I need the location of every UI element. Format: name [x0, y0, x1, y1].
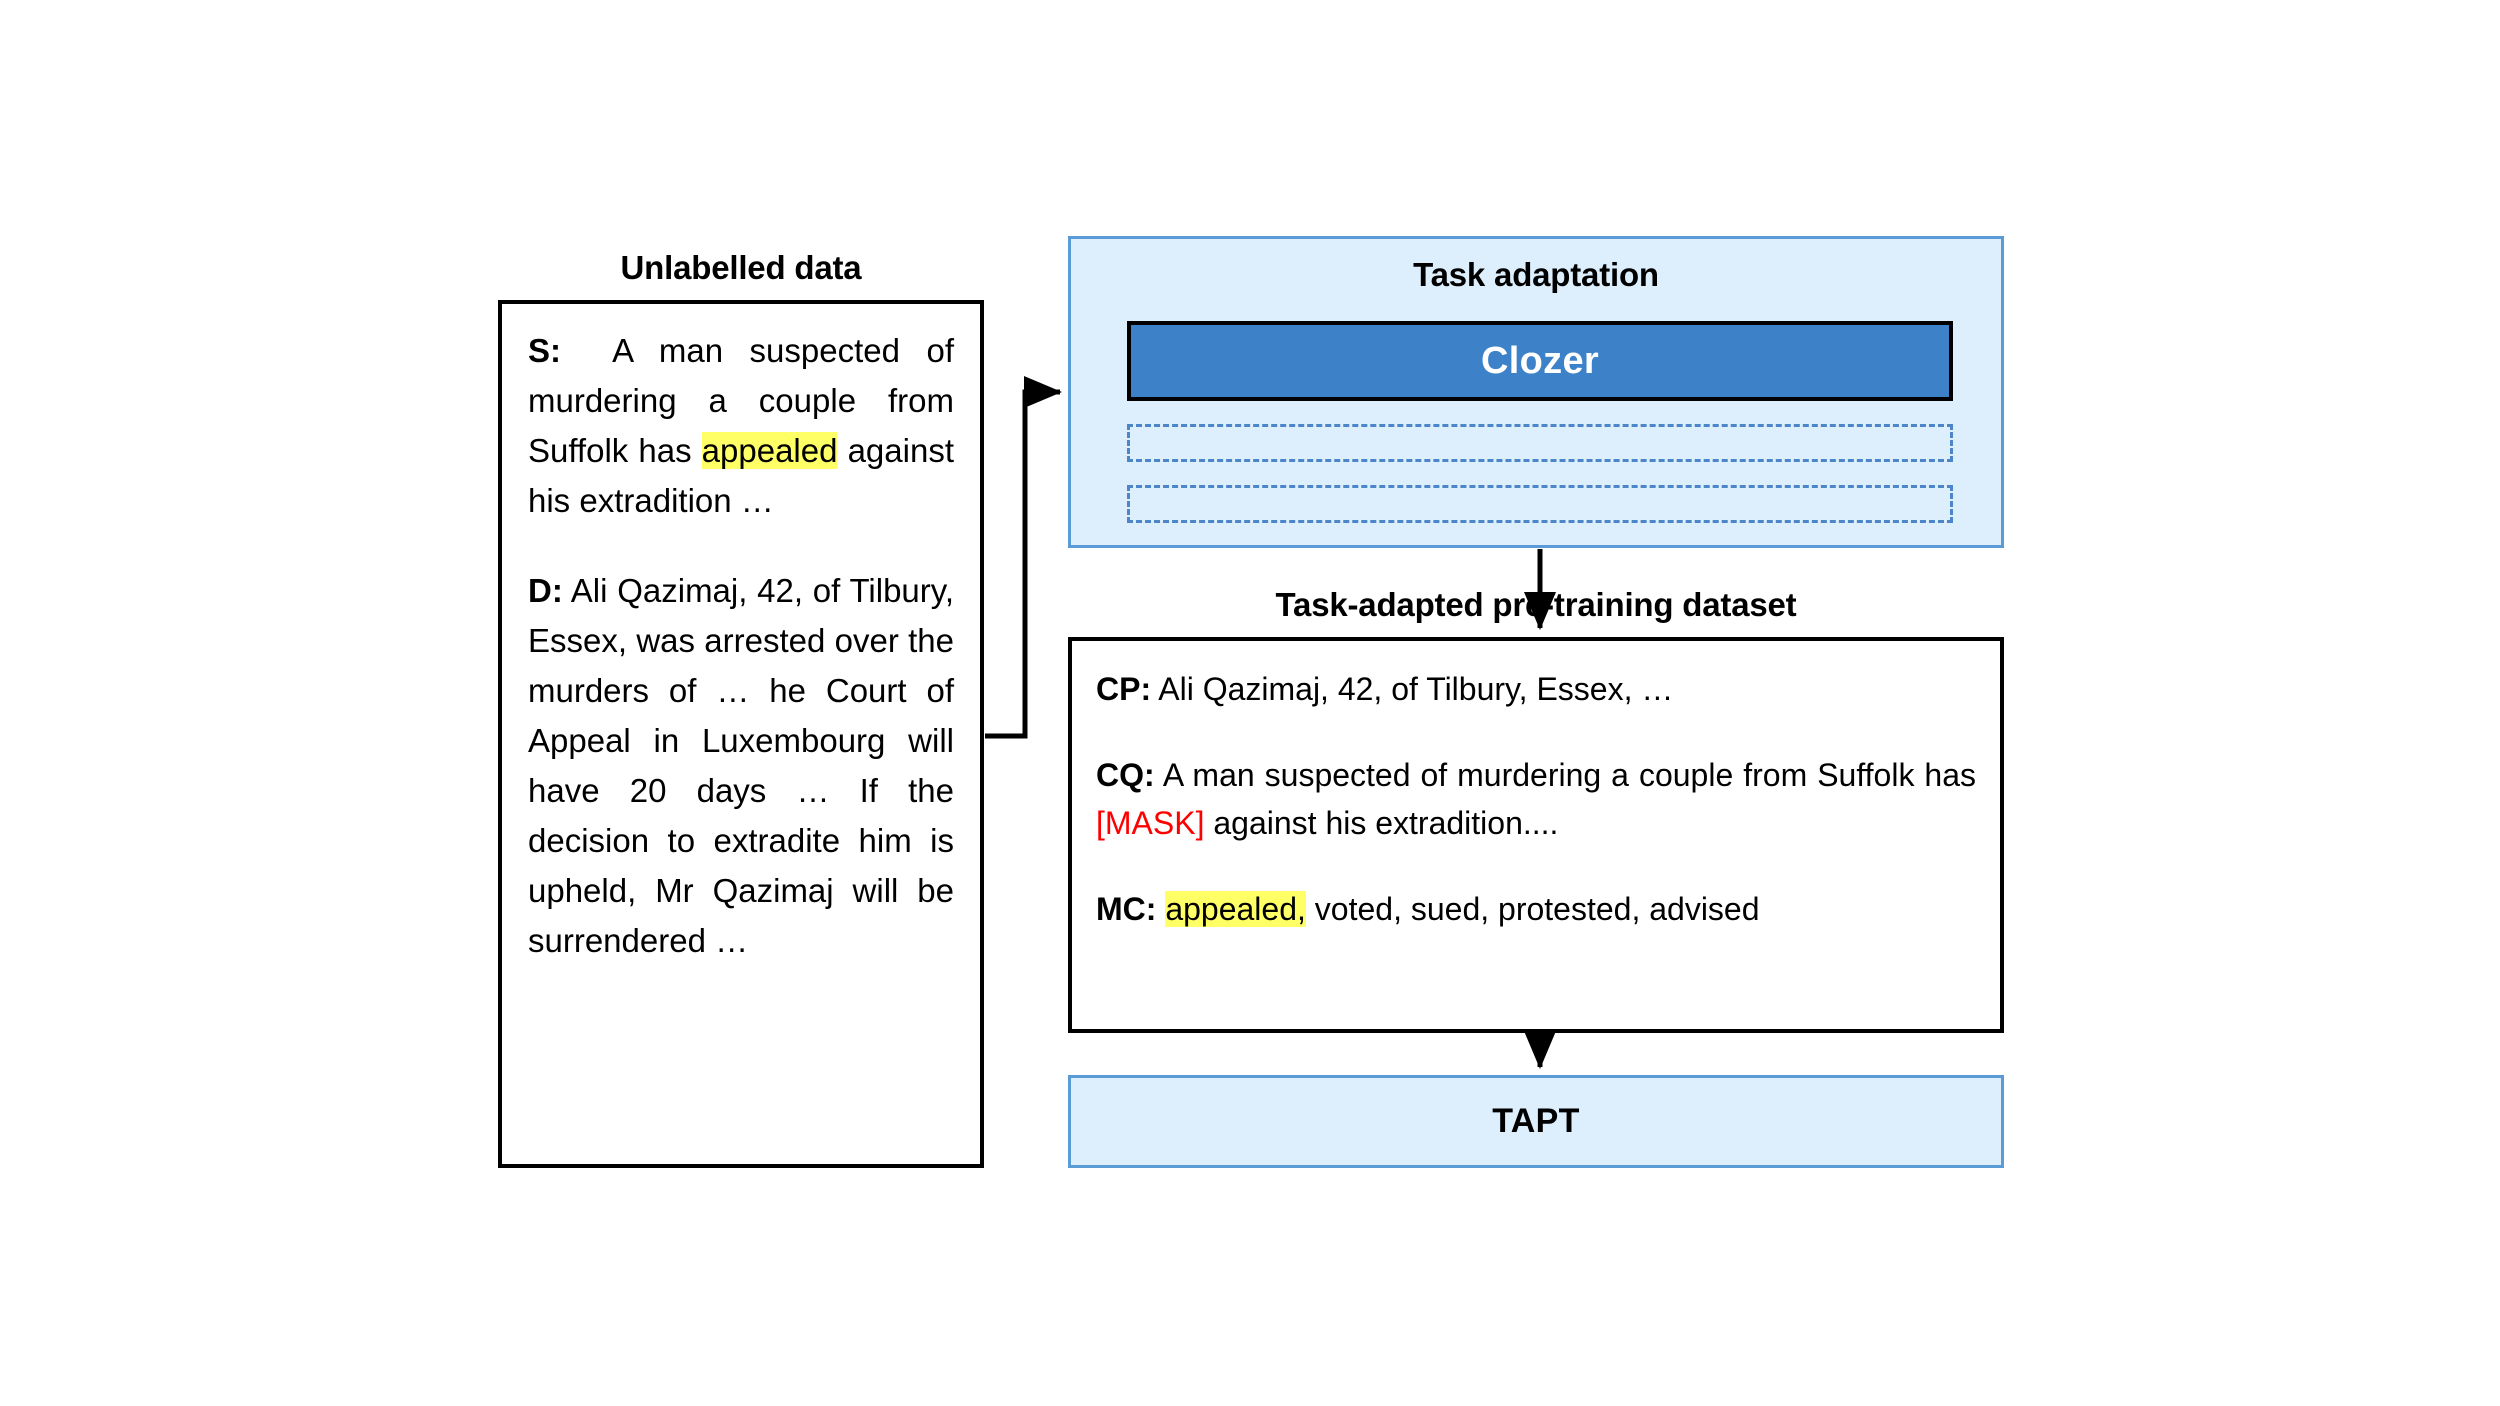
tapt-label: TAPT — [1492, 1102, 1580, 1140]
unlabelled-data-box: S: A man suspected of murdering a couple… — [498, 300, 984, 1168]
mask-token: [MASK] — [1096, 805, 1205, 841]
cq-pre-text: A man suspected of murdering a couple fr… — [1162, 757, 1977, 793]
arrow-unlabelled-to-task-adaptation — [985, 375, 1063, 739]
cp-text: Ali Qazimaj, 42, of Tilbury, Essex, … — [1158, 671, 1674, 707]
cq-label: CQ: — [1096, 757, 1155, 793]
mc-highlight-token: appealed, — [1165, 891, 1306, 927]
cq-paragraph: CQ: A man suspected of murdering a coupl… — [1096, 751, 1976, 847]
unlabelled-data-body: S: A man suspected of murdering a couple… — [502, 304, 980, 966]
unlabelled-data-title: Unlabelled data — [620, 249, 862, 286]
dataset-body: CP: Ali Qazimaj, 42, of Tilbury, Essex, … — [1072, 641, 2000, 933]
task-adaptation-slot-1 — [1127, 424, 1953, 462]
dataset-box: CP: Ali Qazimaj, 42, of Tilbury, Essex, … — [1068, 637, 2004, 1033]
document-paragraph: D: Ali Qazimaj, 42, of Tilbury, Essex, w… — [528, 566, 954, 966]
task-adaptation-title: Task adaptation — [1413, 256, 1659, 293]
mc-paragraph: MC: appealed, voted, sued, protested, ad… — [1096, 885, 1976, 933]
sentence-paragraph: S: A man suspected of murdering a couple… — [528, 326, 954, 526]
clozer-model-box[interactable]: Clozer — [1127, 321, 1953, 401]
sentence-label: S: — [528, 332, 561, 369]
document-label: D: — [528, 572, 563, 609]
sentence-post-text: against his extradition … — [528, 432, 954, 519]
document-text: Ali Qazimaj, 42, of Tilbury, Essex, was … — [528, 572, 954, 959]
mc-rest-text: voted, sued, protested, advised — [1305, 891, 1760, 927]
dataset-title: Task-adapted pre-training dataset — [1275, 586, 1797, 623]
sentence-pre-text: A man suspected of murdering a couple fr… — [528, 332, 954, 469]
cp-paragraph: CP: Ali Qazimaj, 42, of Tilbury, Essex, … — [1096, 665, 1976, 713]
cp-label: CP: — [1096, 671, 1152, 707]
mc-label: MC: — [1096, 891, 1157, 927]
task-adaptation-slot-2 — [1127, 485, 1953, 523]
tapt-box[interactable]: TAPT — [1068, 1075, 2004, 1168]
sentence-highlight-token: appealed — [701, 432, 838, 469]
cq-post-text: against his extradition.... — [1204, 805, 1559, 841]
clozer-label: Clozer — [1481, 339, 1599, 382]
